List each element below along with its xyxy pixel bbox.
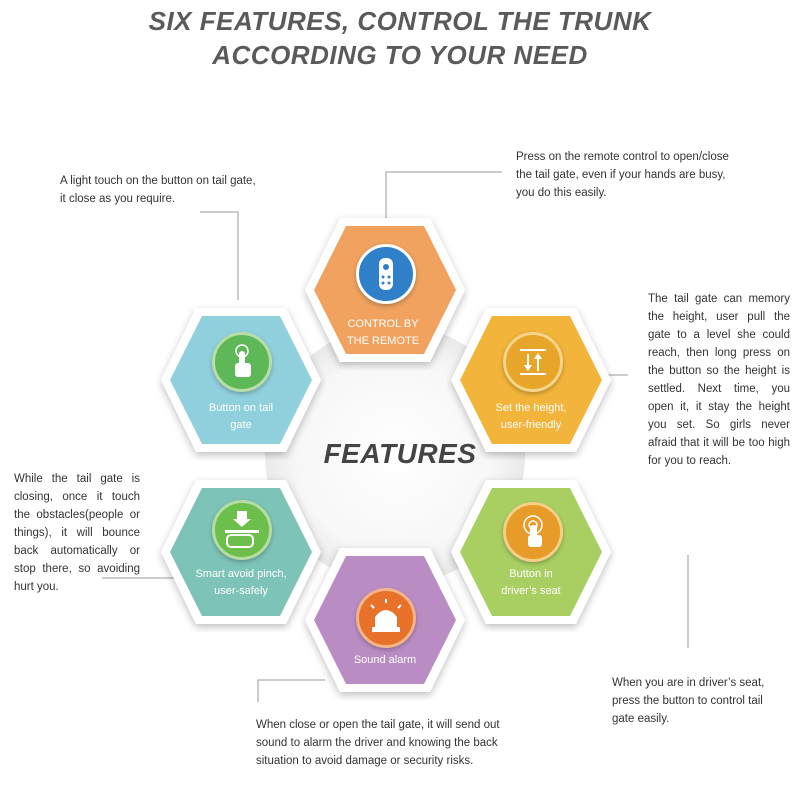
hex-remote-label: CONTROL BY THE REMOTE bbox=[318, 316, 448, 350]
callout-height: The tail gate can memory the height, use… bbox=[648, 293, 790, 467]
callout-alarm: When close or open the tail gate, it wil… bbox=[256, 719, 500, 767]
hex-height-label: Set the height, user-friendly bbox=[466, 400, 596, 434]
hand-stop-icon bbox=[212, 500, 272, 560]
page-title-line-1: SIX FEATURES, CONTROL THE TRUNK bbox=[148, 6, 652, 36]
callout-remote: Press on the remote control to open/clos… bbox=[516, 151, 729, 199]
hex-height-label-line-1: Set the height, bbox=[495, 402, 567, 414]
remote-control-icon bbox=[356, 244, 416, 304]
hex-tailgate-label: Button on tail gate bbox=[176, 400, 306, 434]
page-title-line-2: ACCORDING TO YOUR NEED bbox=[212, 40, 588, 70]
hex-remote-label-line-1: CONTROL BY bbox=[347, 318, 419, 330]
hex-driver-label: Button in driver’s seat bbox=[466, 566, 596, 600]
tap-finger-icon bbox=[212, 332, 272, 392]
touch-button-icon bbox=[503, 502, 563, 562]
hex-remote-label-line-2: THE REMOTE bbox=[346, 335, 420, 347]
hex-driver-label-line-2: driver’s seat bbox=[501, 585, 561, 597]
callout-driver: When you are in driver’s seat, press the… bbox=[612, 677, 765, 725]
center-features-label: FEATURES bbox=[323, 438, 477, 469]
hex-alarm-label-line-1: Sound alarm bbox=[353, 654, 417, 666]
hex-alarm-label: Sound alarm bbox=[320, 652, 450, 669]
hex-tailgate-label-line-2: gate bbox=[230, 419, 252, 431]
callout-pinch: While the tail gate is closing, once it … bbox=[14, 473, 140, 593]
hex-height-label-line-2: user-friendly bbox=[500, 419, 562, 431]
connector-tailgate bbox=[200, 211, 239, 300]
alarm-siren-icon bbox=[356, 588, 416, 648]
hex-tailgate-label-line-1: Button on tail bbox=[208, 402, 274, 414]
hex-pinch-label-line-1: Smart avoid pinch, bbox=[195, 568, 287, 580]
hex-pinch-label: Smart avoid pinch, user-safely bbox=[176, 566, 306, 600]
hex-pinch-label-line-2: user-safely bbox=[214, 585, 268, 597]
callout-tailgate: A light touch on the button on tail gate… bbox=[60, 175, 256, 205]
height-adjust-icon bbox=[503, 332, 563, 392]
hex-driver-label-line-1: Button in bbox=[509, 568, 553, 580]
connector-remote bbox=[385, 171, 502, 240]
connector-alarm bbox=[257, 679, 325, 702]
